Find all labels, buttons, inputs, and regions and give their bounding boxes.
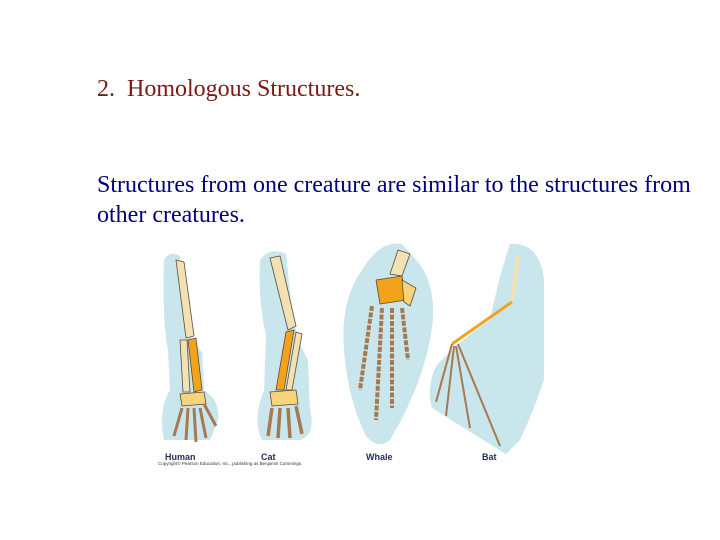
bat-wing-bones	[435, 255, 520, 447]
bat-wing-silhouette	[429, 243, 544, 454]
whale-flipper-bones	[358, 249, 417, 421]
slide-title: 2. Homologous Structures.	[97, 76, 360, 103]
homologous-limbs-figure	[140, 240, 550, 475]
whale-flipper-silhouette	[343, 243, 434, 445]
limb-illustration	[162, 243, 544, 454]
label-human: Human	[165, 452, 196, 462]
cat-leg-bones	[266, 255, 304, 439]
copyright-notice: Copyright© Pearson Education, Inc., publ…	[158, 461, 303, 466]
human-arm-bones	[172, 259, 218, 443]
title-text: Homologous Structures.	[127, 76, 361, 102]
label-bat: Bat	[482, 452, 497, 462]
label-whale: Whale	[366, 452, 393, 462]
label-cat: Cat	[261, 452, 276, 462]
body-text: Structures from one creature are similar…	[97, 172, 691, 228]
title-number: 2.	[97, 76, 115, 102]
